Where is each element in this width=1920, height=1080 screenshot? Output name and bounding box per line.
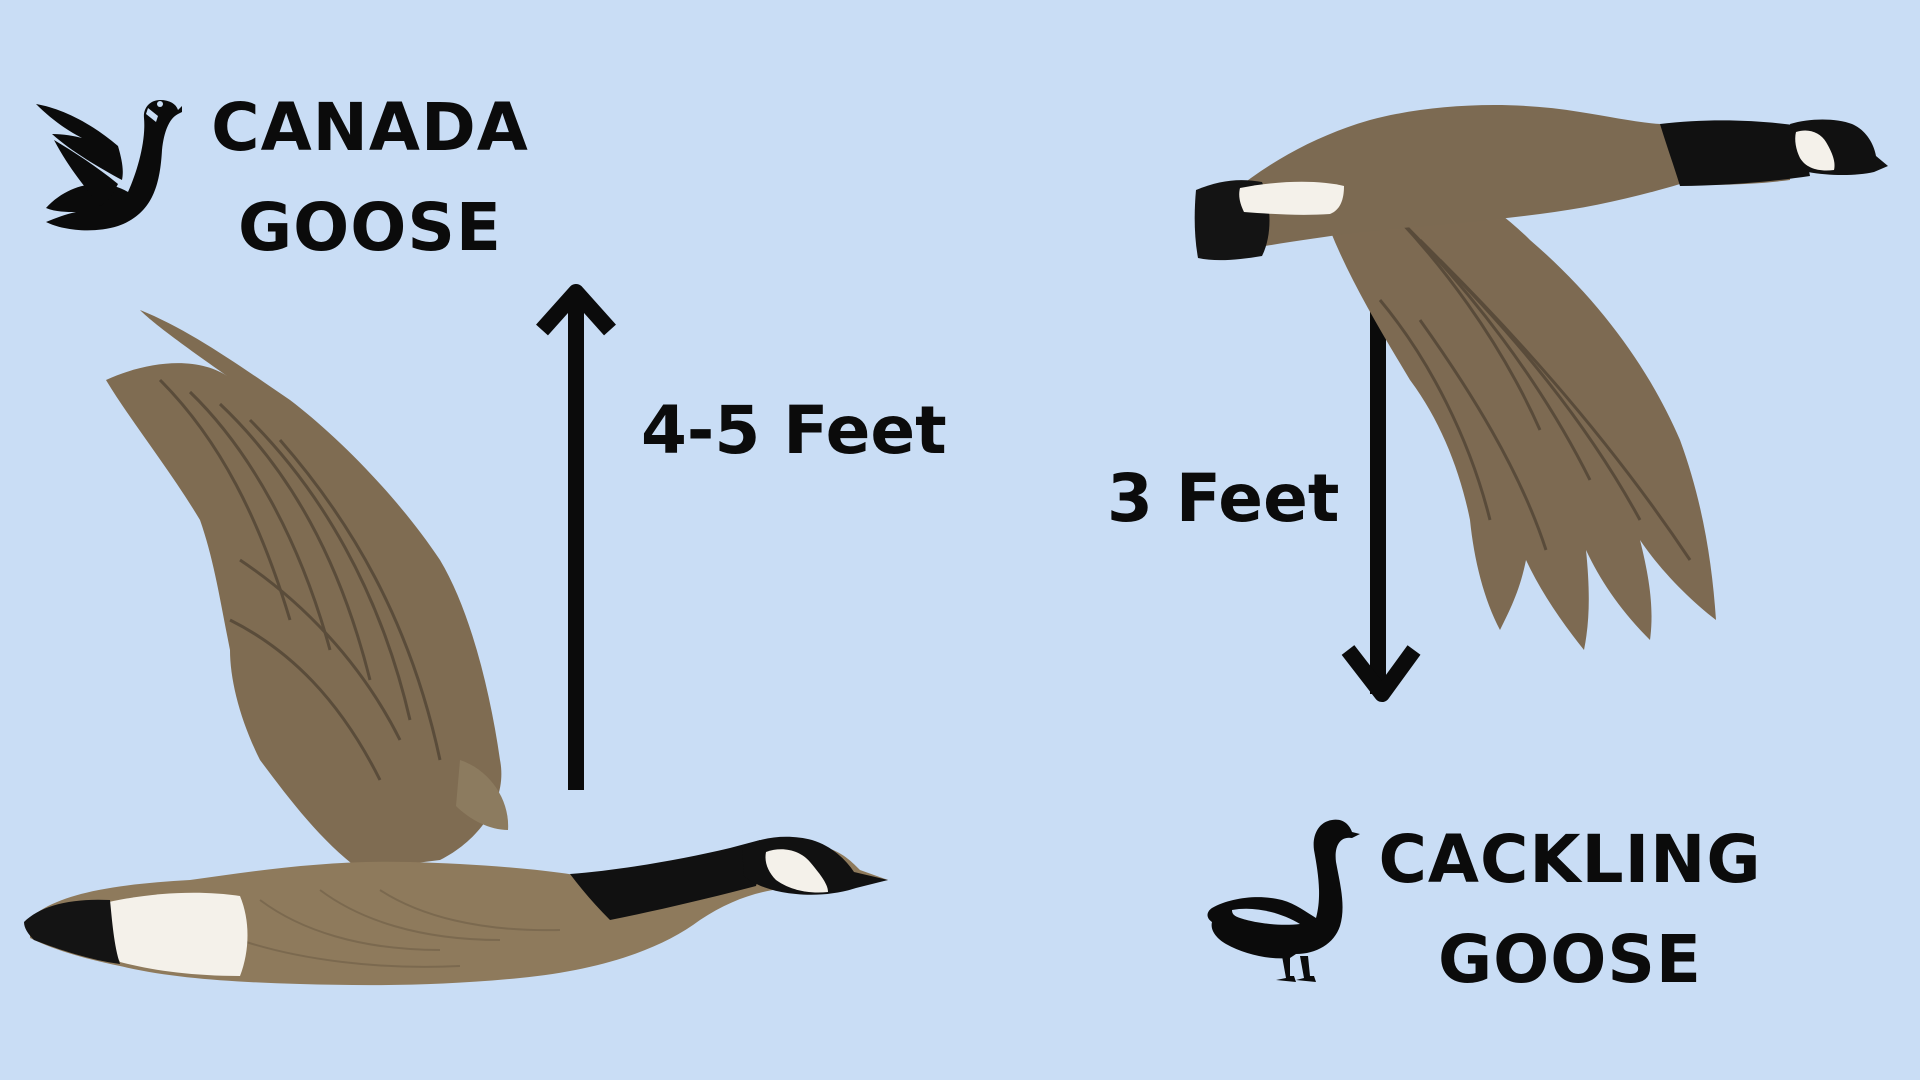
canada-goose-title-line1: CANADA xyxy=(211,89,529,166)
canada-goose-title-line2: GOOSE xyxy=(237,189,502,266)
canada-goose-title: CANADA GOOSE xyxy=(200,78,540,278)
cackling-goose-wingspan-label: 3 Feet xyxy=(1107,460,1340,537)
canada-goose-silhouette-icon xyxy=(36,100,182,231)
cackling-goose-title-line1: CACKLING xyxy=(1378,821,1762,898)
wingspan-down-arrow xyxy=(1341,290,1421,702)
cackling-goose-photo xyxy=(1194,105,1888,650)
cackling-goose-title: CACKLING GOOSE xyxy=(1370,810,1770,1010)
wingspan-up-arrow xyxy=(536,284,616,790)
canada-goose-photo xyxy=(24,310,888,986)
cackling-goose-wing xyxy=(1328,163,1716,650)
cackling-goose-body xyxy=(1199,105,1790,256)
canada-goose-wingspan-label: 4-5 Feet xyxy=(641,392,947,469)
cackling-goose-silhouette-icon xyxy=(1207,819,1360,982)
cackling-goose-title-line2: GOOSE xyxy=(1437,921,1702,998)
canada-goose-wing xyxy=(106,310,502,870)
